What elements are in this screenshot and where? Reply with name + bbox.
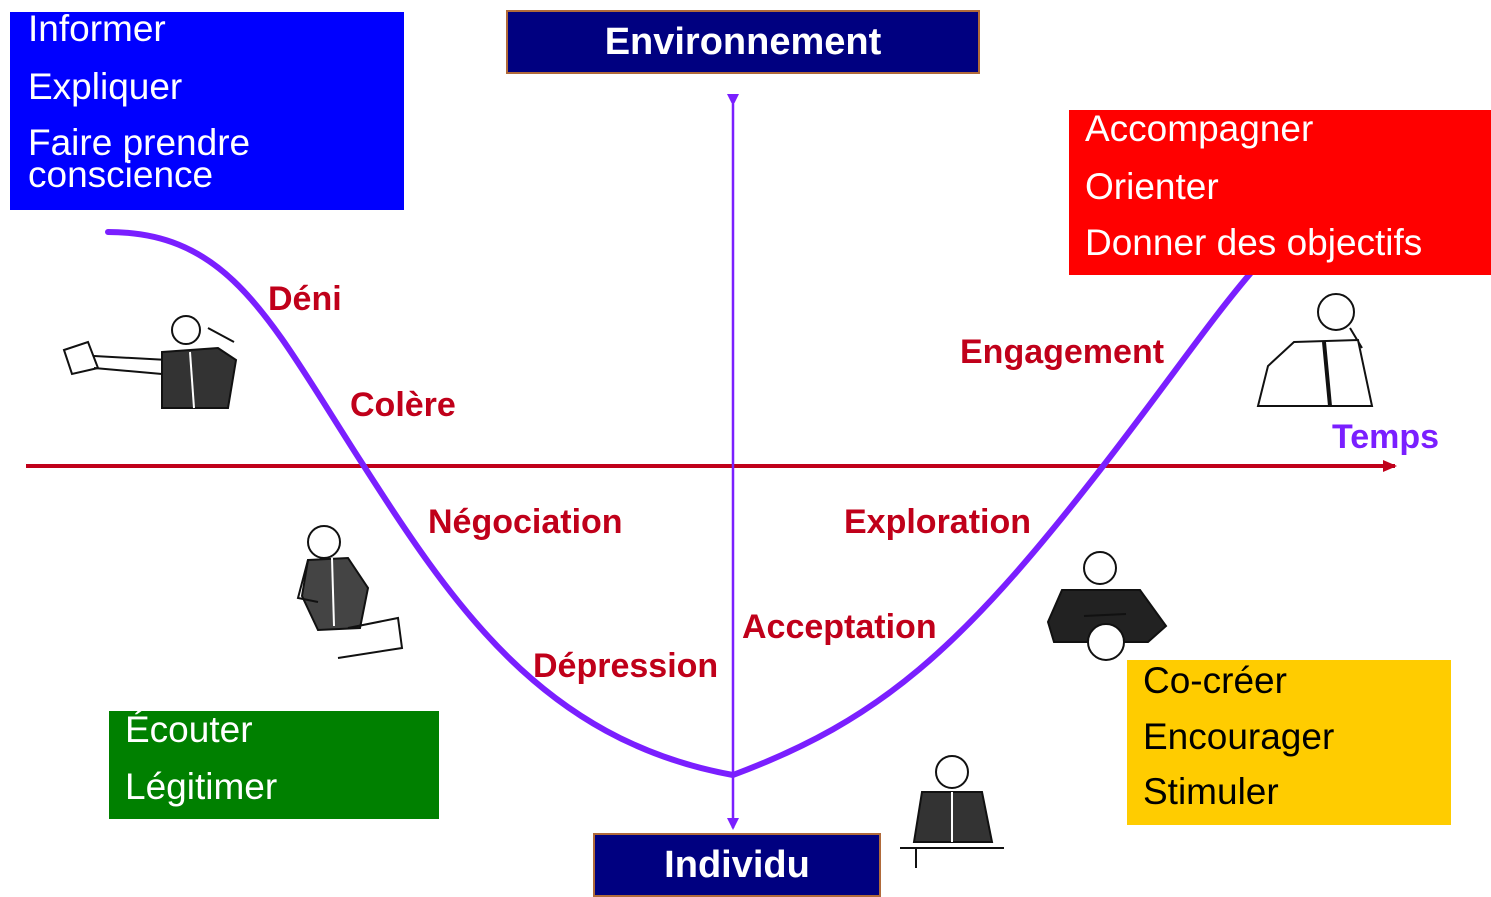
individu-label: Individu — [664, 843, 810, 886]
phase-label-deni: Déni — [268, 280, 342, 318]
green-box-line-1: Écouter — [125, 709, 253, 750]
figure-crystal-ball-illustration — [1046, 551, 1168, 661]
blue-box-line-1: Informer — [28, 8, 166, 49]
yellow-box-line-1: Co-créer — [1143, 660, 1287, 701]
phase-label-acceptation: Acceptation — [742, 608, 937, 646]
environnement-label: Environnement — [604, 20, 882, 63]
figure-seated-desk-illustration — [900, 755, 1004, 868]
red-box-line-3: Donner des objectifs — [1085, 222, 1423, 263]
phase-label-colere: Colère — [350, 386, 456, 424]
phase-label-negociation: Négociation — [428, 503, 623, 541]
red-box-line-2: Orienter — [1085, 166, 1219, 207]
figure-pointing-illustration — [62, 315, 238, 409]
blue-action-box: Informer Expliquer Faire prendre conscie… — [10, 8, 404, 210]
red-action-box: Accompagner Orienter Donner des objectif… — [1069, 108, 1491, 275]
yellow-action-box: Co-créer Encourager Stimuler — [1127, 660, 1451, 825]
change-curve — [105, 229, 1258, 779]
environnement-header: Environnement — [506, 10, 980, 74]
phase-label-engagement: Engagement — [960, 333, 1165, 371]
phase-label-exploration: Exploration — [844, 503, 1032, 541]
green-action-box: Écouter Légitimer — [109, 709, 439, 819]
figure-head-in-hand-illustration — [296, 525, 404, 659]
yellow-box-line-3: Stimuler — [1143, 771, 1279, 812]
figure-on-phone-illustration — [1256, 293, 1374, 407]
yellow-box-line-2: Encourager — [1143, 716, 1335, 757]
individu-header: Individu — [593, 833, 881, 897]
phase-label-depression: Dépression — [533, 647, 719, 685]
time-axis-label: Temps — [1332, 418, 1440, 456]
blue-box-line-2: Expliquer — [28, 66, 183, 107]
blue-box-line-3: Faire prendre — [28, 122, 251, 163]
blue-box-line-4: conscience — [28, 154, 214, 195]
green-box-line-2: Légitimer — [125, 766, 278, 807]
red-box-line-1: Accompagner — [1085, 108, 1314, 149]
